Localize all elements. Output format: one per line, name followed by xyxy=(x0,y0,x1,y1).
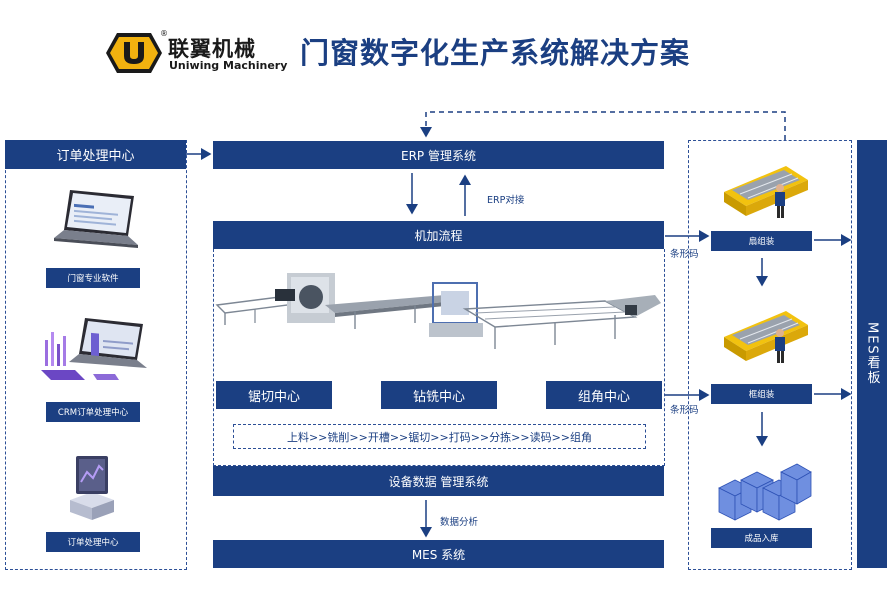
logo xyxy=(105,32,163,74)
page-title: 门窗数字化生产系统解决方案 xyxy=(300,36,691,70)
mes-board-label: MES看板 xyxy=(864,322,880,386)
server-chart-icon xyxy=(62,450,122,522)
warehouse-rack-icon xyxy=(715,458,813,524)
left-item-label-1: 门窗专业软件 xyxy=(46,268,140,288)
device-data-mgmt-bar: 设备数据 管理系统 xyxy=(213,466,664,496)
mes-system-bar: MES 系统 xyxy=(213,540,664,568)
logo-brand-en: Uniwing Machinery xyxy=(169,59,288,72)
erp-link-label: ERP对接 xyxy=(487,195,525,206)
production-line-image xyxy=(215,265,661,365)
process-sequence: 上料>>铣削>>开槽>>锯切>>打码>>分拣>>读码>>组角 xyxy=(233,424,646,449)
assembly-station-icon xyxy=(720,158,812,224)
frame-assembly-label: 框组装 xyxy=(711,384,812,404)
station-drill-mill-center: 钻铣中心 xyxy=(381,381,497,409)
left-panel-header: 订单处理中心 xyxy=(5,140,186,169)
station-saw-center: 锯切中心 xyxy=(216,381,332,409)
station-corner-assembly-center: 组角中心 xyxy=(546,381,662,409)
mes-board-bar: MES看板 xyxy=(857,140,887,568)
assembly-station-icon-2 xyxy=(720,303,812,369)
machining-process-bar: 机加流程 xyxy=(213,221,664,249)
laptop-icon xyxy=(52,190,142,255)
crm-laptop-icon xyxy=(35,318,155,390)
left-item-label-3: 订单处理中心 xyxy=(46,532,140,552)
machining-panel xyxy=(213,249,665,466)
barcode-label-2: 条形码 xyxy=(670,405,699,416)
left-item-label-2: CRM订单处理中心 xyxy=(46,402,140,422)
barcode-label-1: 条形码 xyxy=(670,249,699,260)
logo-mark-icon xyxy=(106,33,162,73)
data-analysis-label: 数据分析 xyxy=(440,517,479,528)
sash-assembly-label: 扇组装 xyxy=(711,231,812,251)
logo-registered-mark: ® xyxy=(160,29,168,38)
logo-brand-cn: 联翼机械 xyxy=(168,37,256,61)
finished-goods-label: 成品入库 xyxy=(711,528,812,548)
right-panel xyxy=(688,140,852,570)
erp-system-bar: ERP 管理系统 xyxy=(213,141,664,169)
